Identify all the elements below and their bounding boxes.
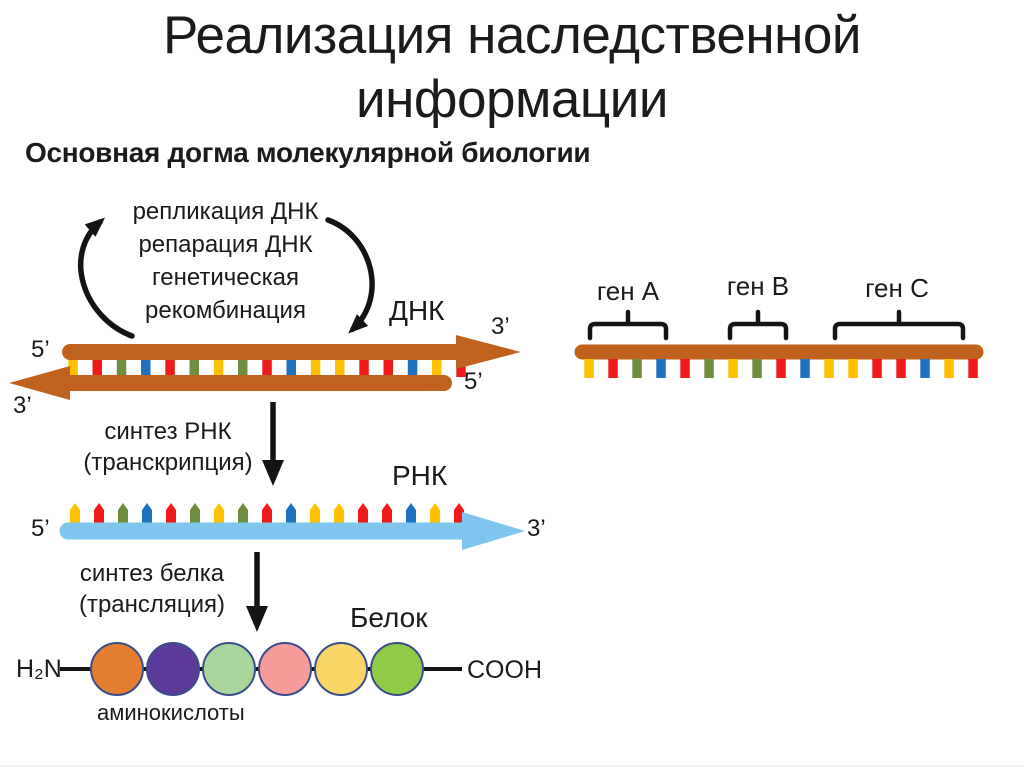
cycle-arrow-right-icon <box>325 217 375 334</box>
rna-base <box>214 503 224 525</box>
gene-base <box>584 359 594 378</box>
rna-strand-arrowhead <box>462 512 525 550</box>
n-terminus-label: H₂N <box>16 655 62 683</box>
amino-acid-circle <box>146 642 200 696</box>
dna-base-pair <box>383 356 393 377</box>
rna-base <box>286 503 296 525</box>
transcription-label-line2: (транскрипция) <box>83 449 253 476</box>
gene-base <box>872 359 882 378</box>
translation-label-line2: (трансляция) <box>78 591 226 618</box>
amino-acid-circle <box>258 642 312 696</box>
dna-base-pair <box>432 356 442 377</box>
dna-base-pair <box>335 356 345 377</box>
amino-acid-circle <box>370 642 424 696</box>
cycle-arrow-left-icon <box>78 217 135 339</box>
dna-base-pair <box>92 356 102 377</box>
gene-bracket-icon <box>832 309 966 341</box>
rna-base <box>382 503 392 525</box>
rna-base <box>262 503 272 525</box>
dna-base-pair <box>189 356 199 377</box>
dna-top-3-prime-label: 3’ <box>491 313 510 340</box>
gene-bracket-icon <box>727 309 789 341</box>
dna-base-pair <box>359 356 369 377</box>
slide-bottom-edge <box>0 765 1024 767</box>
rna-base <box>142 503 152 525</box>
gene-base <box>704 359 714 378</box>
gene-base <box>944 359 954 378</box>
amino-acids-label: аминокислоты <box>97 700 245 725</box>
page-title: Реализация наследственной информации <box>0 4 1024 132</box>
gene-a-label: ген A <box>596 276 660 306</box>
page-title-text: Реализация наследственной информации <box>162 6 862 129</box>
gene-base <box>656 359 666 378</box>
dna-bottom-5-prime-label: 5’ <box>464 368 483 395</box>
transcription-arrowhead-icon <box>262 460 284 486</box>
rna-base <box>94 503 104 525</box>
gene-base <box>728 359 738 378</box>
dna-base-pair <box>238 356 248 377</box>
rna-base <box>358 503 368 525</box>
gene-base <box>800 359 810 378</box>
rna-5-prime-label: 5’ <box>31 515 50 542</box>
rna-base <box>190 503 200 525</box>
dna-base-pair <box>262 356 272 377</box>
dna-top-strand-arrowhead <box>456 335 521 369</box>
translation-label-line1: синтез белка <box>79 560 225 587</box>
dna-top-5-prime-label: 5’ <box>31 336 50 363</box>
translation-arrowhead-icon <box>246 606 268 632</box>
rna-base <box>430 503 440 525</box>
dna-bottom-strand-arrowhead <box>9 366 70 400</box>
dna-bottom-3-prime-label: 3’ <box>13 392 32 419</box>
c-terminus-label: COOH <box>467 656 542 684</box>
repair-label: репарация ДНК <box>138 231 313 258</box>
rna-base <box>118 503 128 525</box>
dna-base-pair <box>68 356 78 377</box>
dna-base-pair <box>286 356 296 377</box>
gene-base <box>632 359 642 378</box>
gene-bracket-icon <box>587 309 669 341</box>
gene-base <box>776 359 786 378</box>
rna-3-prime-label: 3’ <box>527 515 546 542</box>
gene-base <box>896 359 906 378</box>
gene-base <box>680 359 690 378</box>
subtitle: Основная догма молекулярной биологии <box>25 137 591 168</box>
transcription-label-line1: синтез РНК <box>104 418 232 445</box>
gene-base <box>968 359 978 378</box>
translation-label: синтез белка (трансляция) <box>52 558 252 620</box>
gene-base <box>848 359 858 378</box>
rna-base <box>334 503 344 525</box>
gene-c-label: ген C <box>865 273 929 303</box>
amino-acid-circle <box>314 642 368 696</box>
gene-base <box>920 359 930 378</box>
dna-base-pair <box>213 356 224 377</box>
replication-label: репликация ДНК <box>132 198 319 225</box>
gene-b-label: ген B <box>726 271 790 301</box>
dna-base-pair <box>165 356 175 377</box>
dna-base-pair <box>141 356 151 377</box>
rna-base <box>238 503 248 525</box>
gene-base <box>824 359 834 378</box>
amino-acid-circle <box>90 642 144 696</box>
rna-base <box>166 503 176 525</box>
dna-label: ДНК <box>389 295 445 326</box>
rna-base <box>310 503 320 525</box>
dna-maintenance-labels: репликация ДНК репарация ДНК генетическа… <box>118 195 333 327</box>
transcription-label: синтез РНК (транскрипция) <box>68 416 268 478</box>
protein-label: Белок <box>350 602 428 633</box>
amino-acid-circle <box>202 642 256 696</box>
gene-base <box>608 359 618 378</box>
recombination-label-line1: генетическая <box>152 264 299 291</box>
rna-base <box>406 503 416 525</box>
rna-base <box>70 503 80 525</box>
rna-label: РНК <box>392 460 448 491</box>
rna-base <box>454 503 464 525</box>
gene-base <box>752 359 762 378</box>
recombination-label-line2: рекомбинация <box>145 297 306 324</box>
dna-base-pair <box>310 356 321 377</box>
dna-base-pair <box>407 356 418 377</box>
dna-base-pair <box>116 356 127 377</box>
